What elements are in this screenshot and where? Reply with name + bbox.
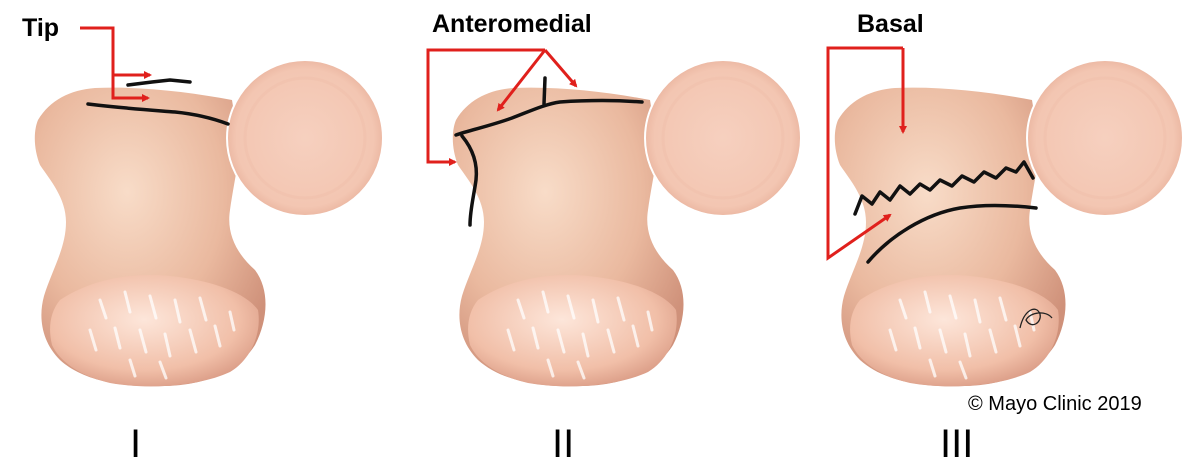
type-three-numeral: III <box>940 424 973 464</box>
panel-two-ulna-bone <box>453 60 801 386</box>
basal-label: Basal <box>857 12 924 37</box>
panel-one-arrows <box>80 28 150 98</box>
panel-one-ulna-bone <box>35 60 383 386</box>
tip-label: Tip <box>22 16 59 41</box>
type-one-numeral: I <box>130 424 141 464</box>
type-two-numeral: II <box>552 424 574 464</box>
anteromedial-label: Anteromedial <box>432 12 592 37</box>
copyright-notice: © Mayo Clinic 2019 <box>968 394 1142 414</box>
panel-three-ulna-bone <box>835 60 1183 386</box>
